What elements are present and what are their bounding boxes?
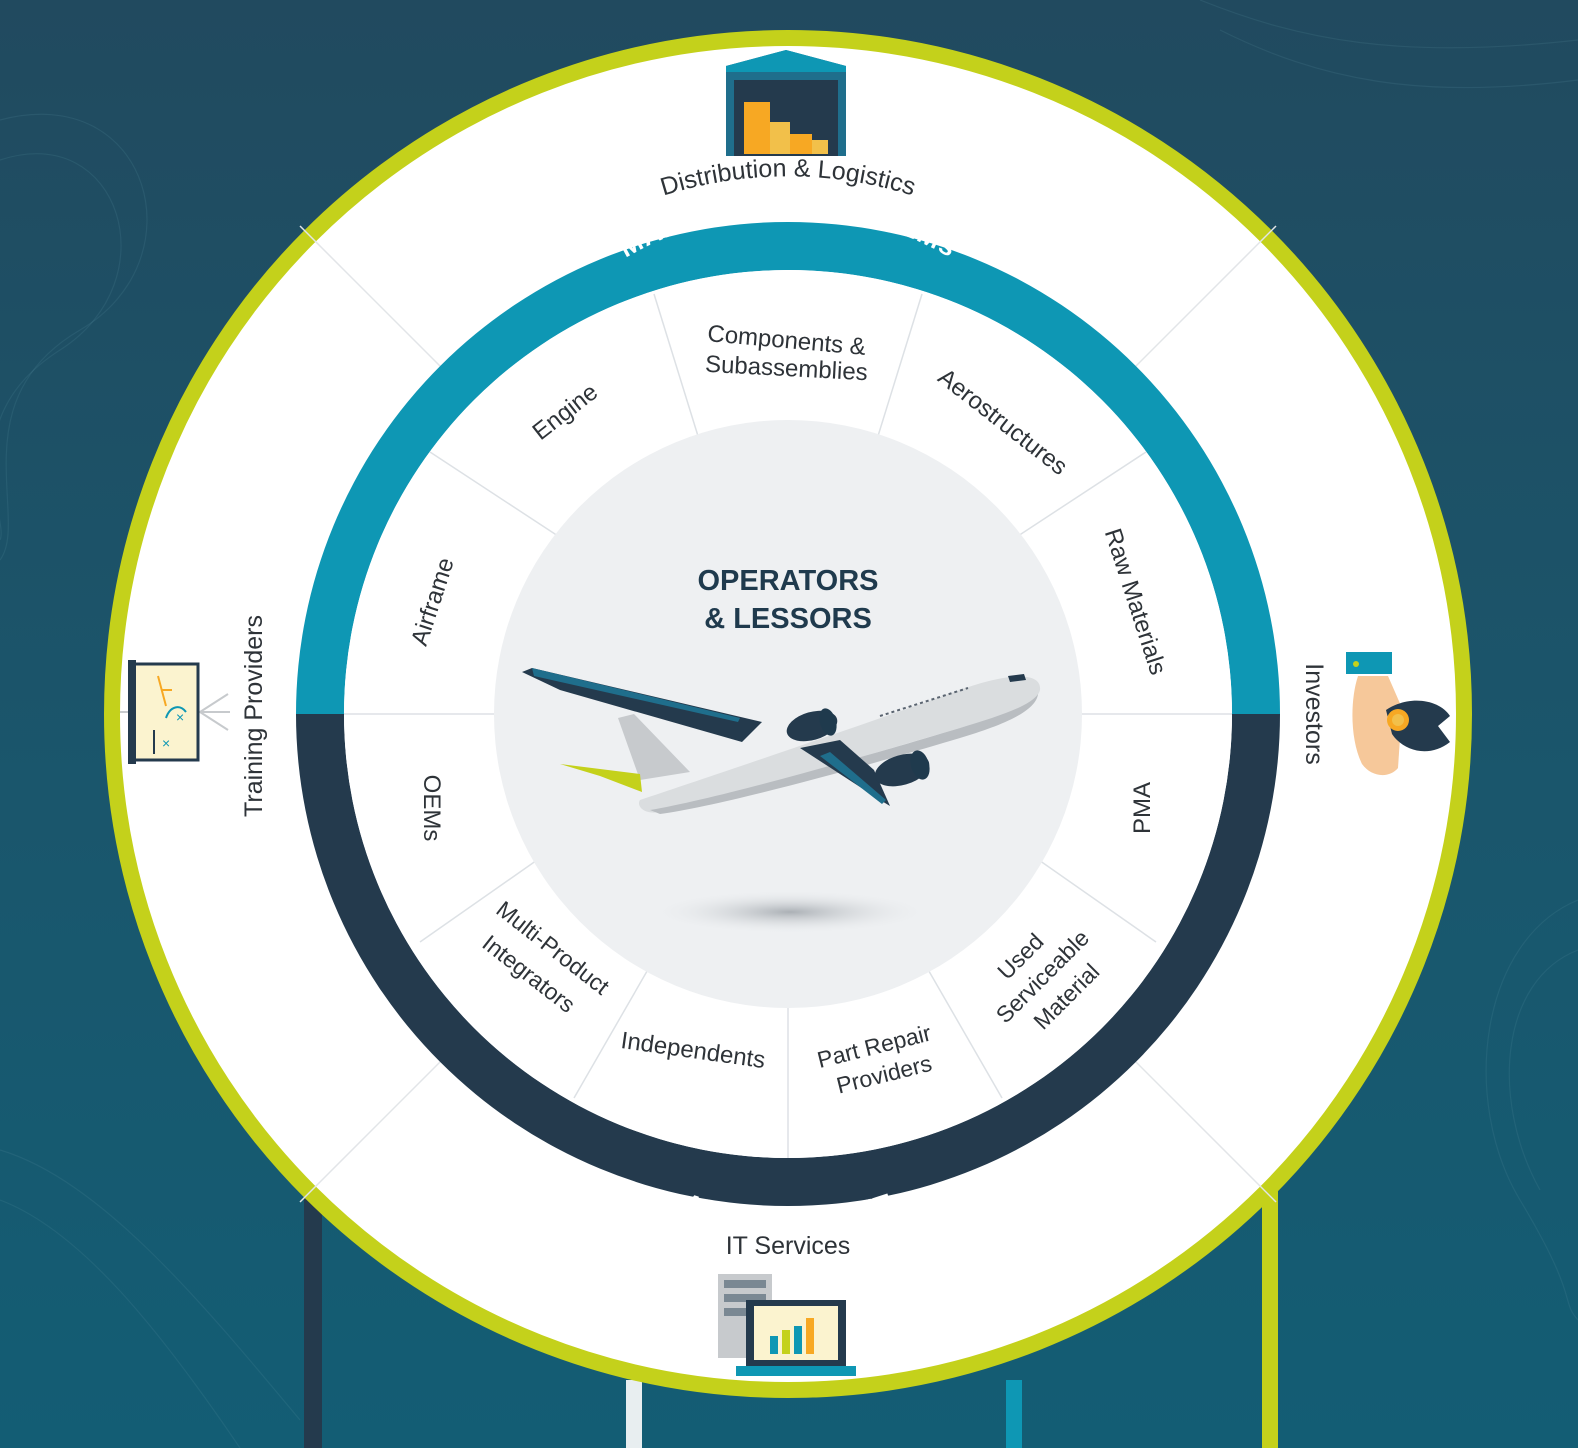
outer-it-services: IT Services [726,1232,851,1260]
whiteboard-icon: × × [120,660,230,764]
laptop-chart-icon [718,1274,856,1376]
svg-text:×: × [176,709,184,725]
center-title-line2: & LESSORS [704,603,872,635]
hand-coin-icon [1346,652,1450,776]
warehouse-icon [726,50,846,156]
center-title-line1: OPERATORS [697,565,878,597]
connector-lines [304,1180,1278,1448]
segment-pma: PMA [1129,782,1156,834]
airplane-shadow [650,890,930,934]
outer-training: Training Providers [240,615,268,817]
airplane-icon [522,668,1041,814]
svg-text:×: × [162,735,170,751]
segment-oems: OEMs [418,775,445,842]
segment-dividers [344,293,1232,1158]
outer-investors: Investors [1300,663,1328,764]
center-disc [494,420,1082,1008]
